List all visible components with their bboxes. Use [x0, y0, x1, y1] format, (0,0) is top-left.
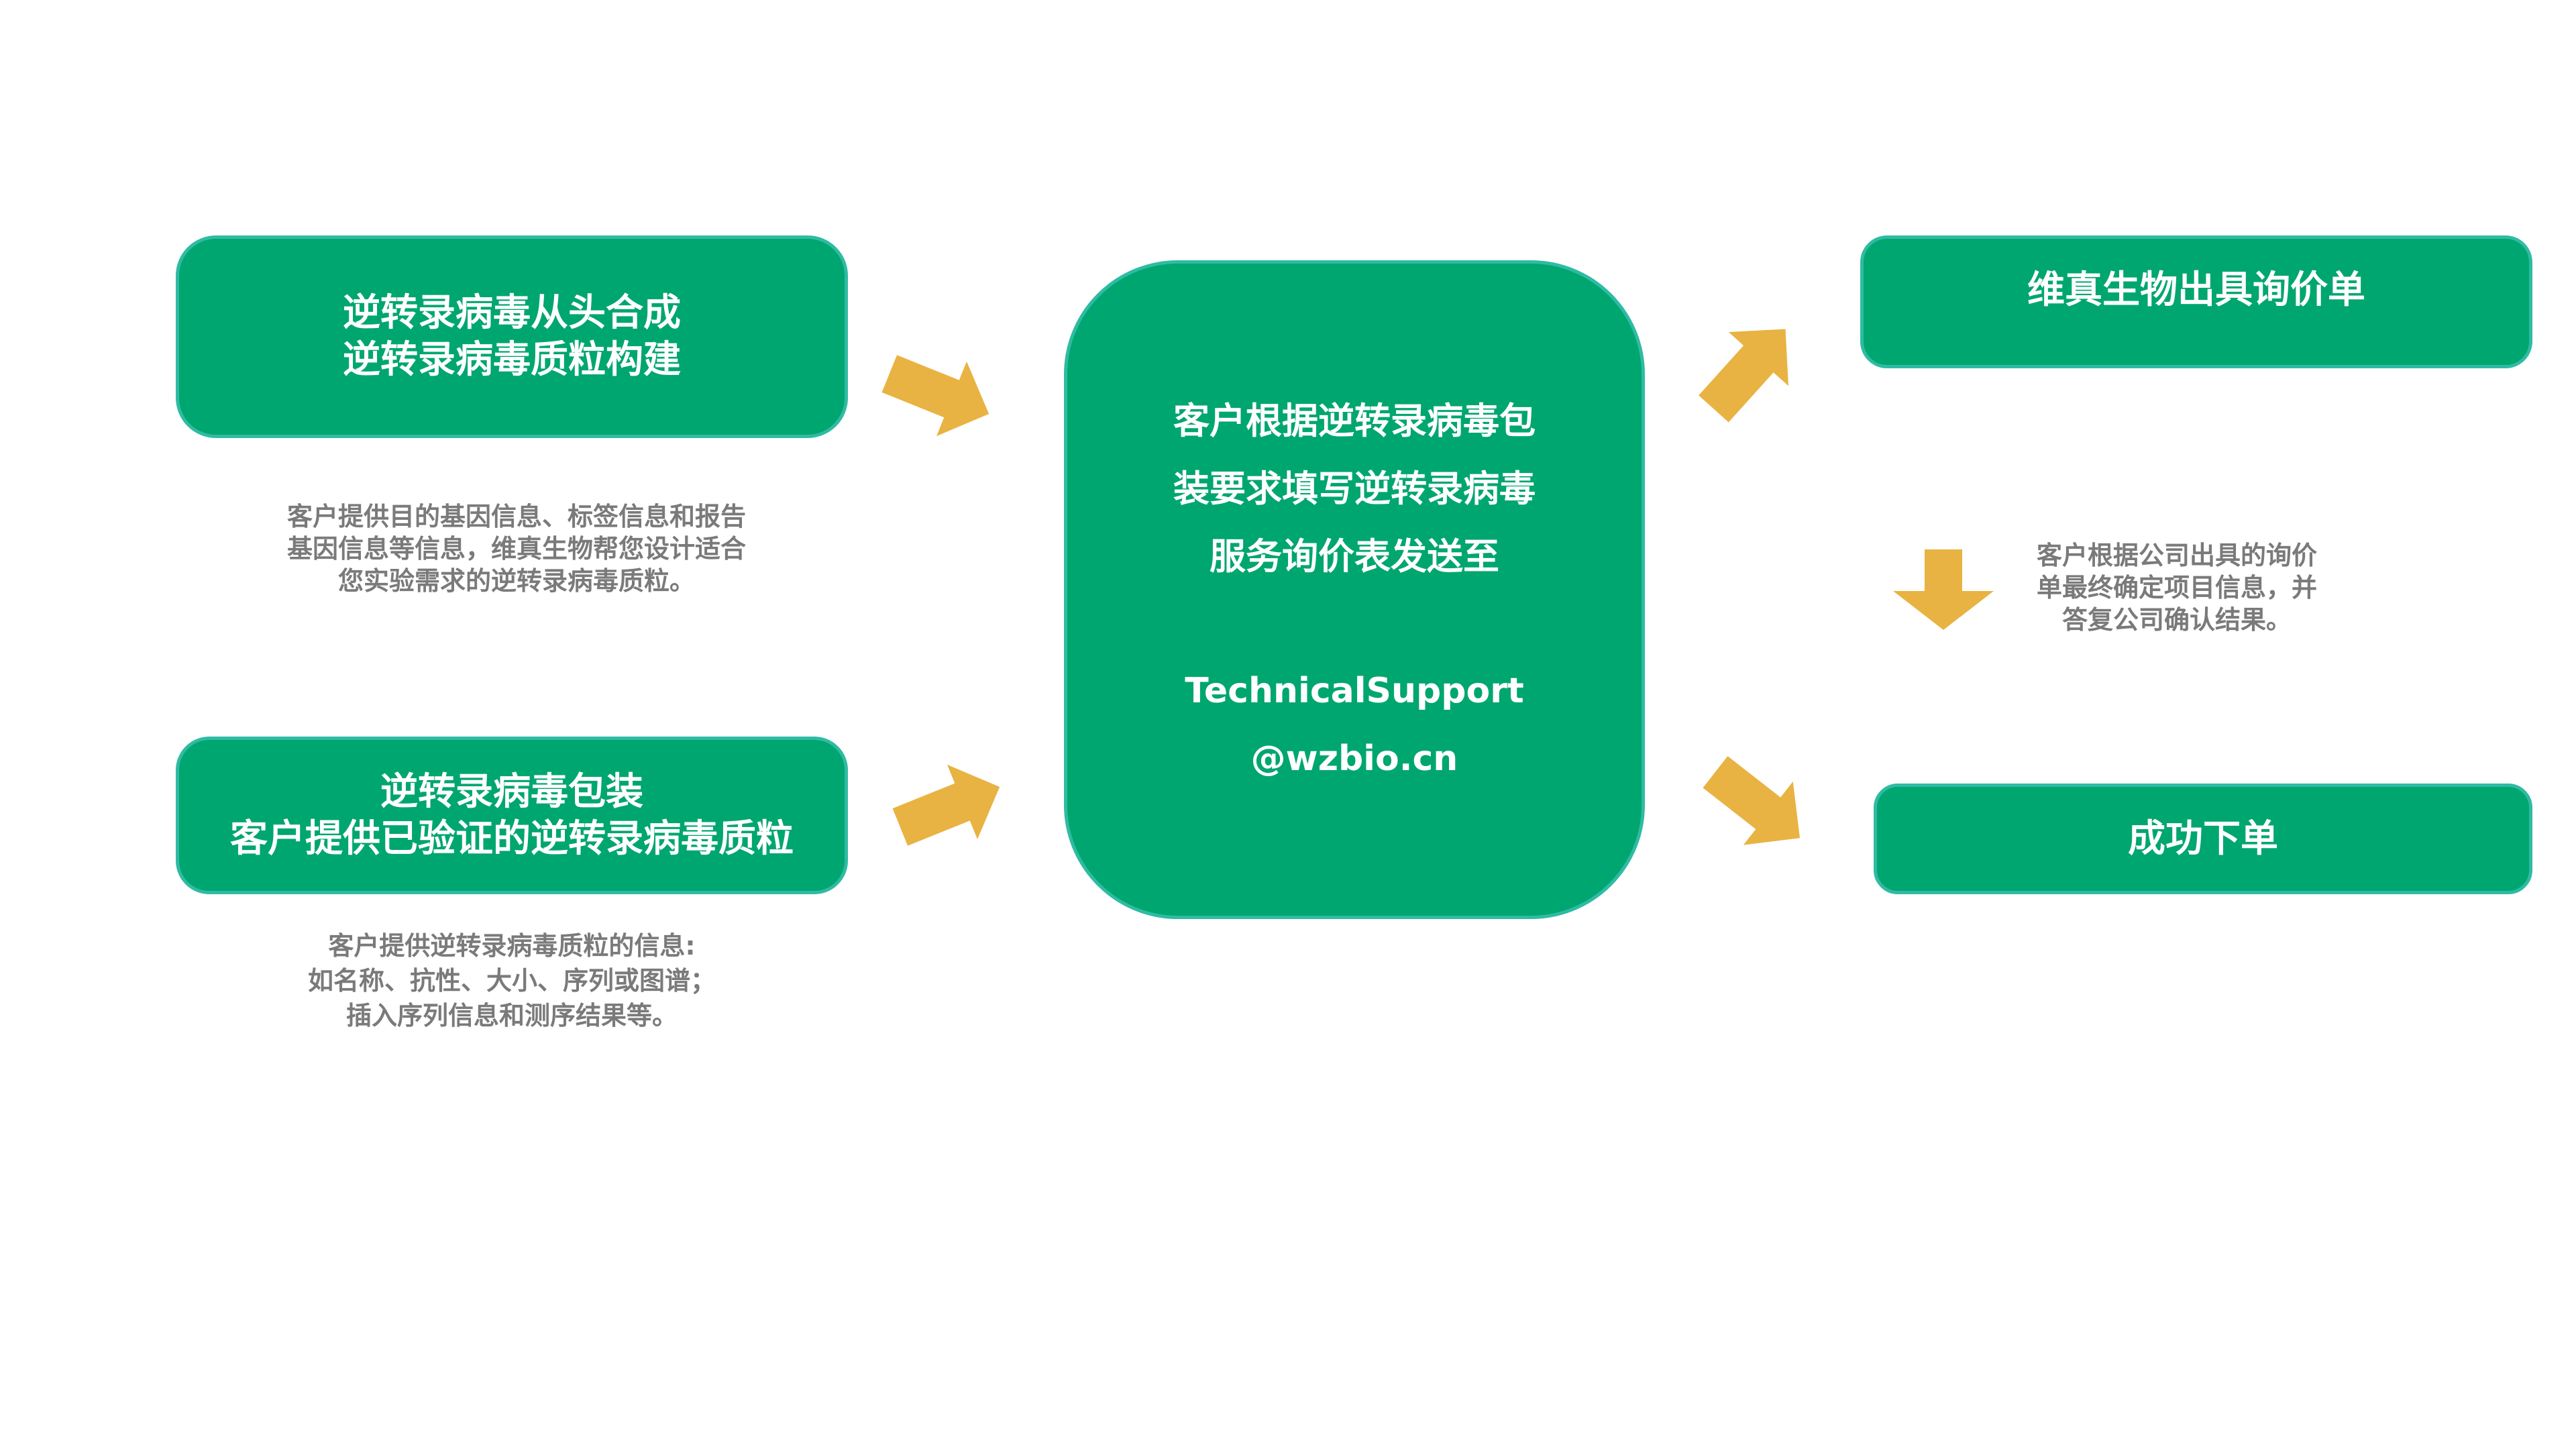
retrovirus-packaging-box: 逆转录病毒包装 客户提供已验证的逆转录病毒质粒 [176, 737, 848, 894]
arrow-down-right-icon [1703, 756, 1801, 845]
retrovirus-synthesis-box: 逆转录病毒从头合成 逆转录病毒质粒构建 [176, 235, 848, 438]
order-success-box: 成功下单 [1874, 784, 2532, 894]
box-line: 客户提供已验证的逆转录病毒质粒 [230, 816, 794, 861]
email-line: @wzbio.cn [1250, 738, 1458, 779]
box-line: 逆转录病毒包装 [380, 769, 643, 814]
box-line: 装要求填写逆转录病毒 [1173, 467, 1536, 510]
desc-line: 客户提供逆转录病毒质粒的信息: [328, 931, 696, 961]
quotation-box: 维真生物出具询价单 [1860, 235, 2532, 368]
synthesis-description: 客户提供目的基因信息、标签信息和报告 基因信息等信息，维真生物帮您设计适合 您实… [181, 500, 852, 597]
confirm-description: 客户根据公司出具的询价 单最终确定项目信息，并 答复公司确认结果。 [2006, 539, 2348, 636]
desc-line: 插入序列信息和测序结果等。 [345, 1001, 678, 1030]
inquiry-form-box: 客户根据逆转录病毒包 装要求填写逆转录病毒 服务询价表发送至 Technical… [1064, 260, 1645, 919]
desc-line: 答复公司确认结果。 [2061, 605, 2292, 635]
box-label: 成功下单 [2128, 816, 2278, 861]
desc-line: 如名称、抗性、大小、序列或图谱； [307, 966, 716, 996]
box-line: 逆转录病毒从头合成 [343, 291, 681, 335]
desc-line: 单最终确定项目信息，并 [2036, 573, 2317, 602]
desc-line: 您实验需求的逆转录病毒质粒。 [337, 566, 695, 596]
desc-line: 基因信息等信息，维真生物帮您设计适合 [286, 534, 746, 564]
arrow-right-icon [892, 764, 1000, 846]
arrow-right-icon [881, 355, 989, 437]
packaging-description: 客户提供逆转录病毒质粒的信息: 如名称、抗性、大小、序列或图谱； 插入序列信息和… [176, 928, 848, 1033]
box-label: 维真生物出具询价单 [2027, 268, 2365, 312]
arrow-up-right-icon [1699, 329, 1788, 423]
box-line: 服务询价表发送至 [1210, 535, 1499, 578]
email-line: TechnicalSupport [1185, 670, 1524, 711]
desc-line: 客户根据公司出具的询价 [2036, 541, 2317, 570]
arrow-down-icon [1893, 549, 1994, 630]
box-line: 逆转录病毒质粒构建 [343, 338, 681, 382]
box-line: 客户根据逆转录病毒包 [1173, 399, 1536, 442]
desc-line: 客户提供目的基因信息、标签信息和报告 [286, 502, 746, 531]
